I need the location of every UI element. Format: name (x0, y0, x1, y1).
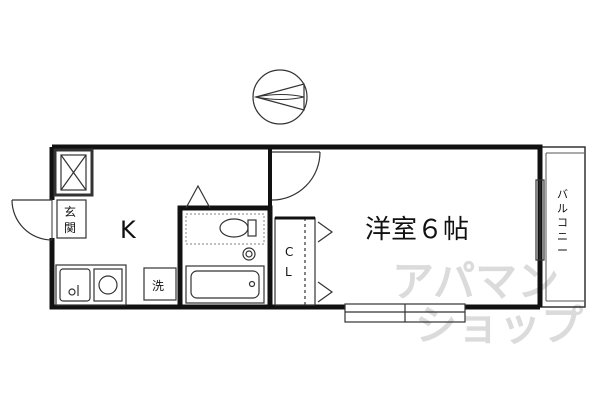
western-room-label: 洋室６帖 (365, 215, 469, 245)
kitchen-label: K (120, 216, 137, 244)
closet-label-1: C (285, 245, 293, 259)
entrance-label-1: 玄 (64, 204, 76, 219)
closet (274, 216, 334, 306)
compass-icon (252, 69, 308, 125)
room-door (271, 151, 321, 201)
window-bottom (344, 303, 466, 323)
entrance-door (11, 199, 53, 241)
entrance-label-2: 関 (64, 221, 76, 235)
washer-spot (143, 267, 177, 301)
balcony-label-1: バ (557, 188, 568, 201)
kitchen-counter (55, 264, 127, 306)
balcony-label-3: コ (557, 216, 568, 229)
entrance-area (56, 199, 87, 239)
balcony-label-4: ニ (557, 230, 568, 243)
bathtub (185, 265, 265, 304)
bathroom-door (185, 184, 211, 209)
storage-box (53, 148, 94, 197)
bathroom-walls (177, 147, 273, 307)
window-balcony (535, 179, 545, 261)
washer-label: 洗 (152, 279, 164, 293)
toilet (185, 213, 265, 261)
svg-text:アパマン: アパマン (392, 257, 559, 306)
balcony-label-5: ー (557, 244, 568, 257)
balcony-label-2: ル (557, 202, 568, 215)
closet-label-2: L (285, 265, 292, 279)
